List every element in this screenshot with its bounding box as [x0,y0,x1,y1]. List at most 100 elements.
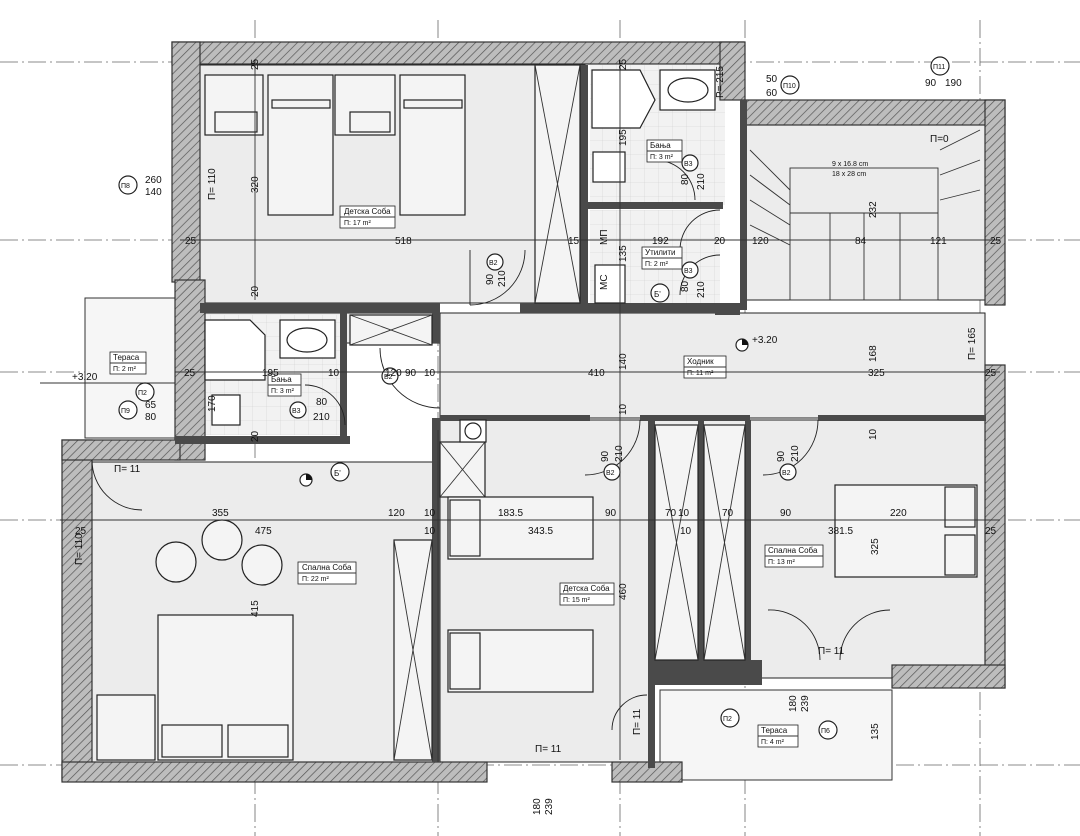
window-code: П2 [723,716,732,723]
bath-fixtures [204,69,716,443]
dim-label: 475 [255,526,272,537]
dim-label: 70 [722,508,734,519]
room-area: П: 2 m² [113,366,137,373]
dim-label: 84 [855,236,867,247]
window-dim: 80 [145,412,157,423]
dim-label: 10 [618,403,629,415]
room-name: Утилити [645,248,675,257]
dim-label: 210 [696,281,707,298]
dim-label: 460 [618,583,629,600]
room-area: П: 11 m² [687,370,714,377]
level-label: +3.20 [752,335,778,346]
room-area: П: 13 m² [768,559,795,566]
door-code: В3 [292,408,301,415]
parapet-label: П= 11 [632,708,643,735]
dim-label: 80 [680,280,691,292]
dim-label: 80 [316,397,328,408]
dim-label: 90 [600,450,611,462]
dim-label: 70 [665,508,677,519]
dim-label: 170 [207,395,218,412]
section-marks: Б' Б' [299,283,670,487]
dim-label: 25 [185,236,197,247]
room-name: Детска Соба [344,207,391,216]
dim-label: 239 [800,695,811,712]
window-code: П9 [121,408,130,415]
interior-walls [175,65,986,768]
room-name: Тераса [761,726,788,735]
dim-label: 25 [184,368,196,379]
dim-label: 210 [614,445,625,462]
dim-label: 220 [890,508,907,519]
dim-label: 120 [385,368,402,379]
dim-label: 210 [313,412,330,423]
room-name: Бања [650,141,671,150]
window-dim: 65 [145,400,157,411]
dim-label: 415 [250,600,261,617]
room-name: Спална Соба [768,546,818,555]
parapet-label: П= 11 [818,646,845,657]
dim-label: 180 [532,798,543,815]
dimension-lines [60,60,1000,762]
window-dim: 190 [945,78,962,89]
level-markers: +3.20 +3.20 [40,335,778,384]
dim-label: 90 [780,508,792,519]
room-area: П: 3 m² [650,154,674,161]
dim-label: 239 [544,798,555,815]
door-code: В3 [684,161,693,168]
parapet-labels: П= 110 П= 11 П= 110 П= 11 П= 11 П= 165 П… [74,66,978,755]
dim-label: 180 [788,695,799,712]
room-name: Тераса [113,353,140,362]
section-mark: Б' [334,469,341,478]
window-code: П8 [121,183,130,190]
beds [96,74,978,761]
dim-label: 195 [262,368,279,379]
dim-label: 25 [985,526,997,537]
level-label: +3.20 [72,372,98,383]
dim-label: 183.5 [498,508,523,519]
dim-label: 232 [868,201,879,218]
dim-label: 325 [868,368,885,379]
dim-label: 210 [696,173,707,190]
dim-label: 320 [250,176,261,193]
parapet-label: П= 11 [114,464,141,475]
window-dim: 140 [145,187,162,198]
room-name: Детска Соба [563,584,610,593]
staircase [749,129,981,301]
window-code: П10 [783,83,796,90]
stair-note: 9 x 16.8 cm [832,161,868,168]
misc-label: МС [599,274,610,290]
window-code-markers: П8 260 140 П9 65 80 П2 П2 П6 П10 50 60 П… [118,56,962,740]
door-code: В2 [384,374,393,381]
dim-label: 121 [930,236,947,247]
dim-label: 10 [678,508,690,519]
room-name: Спална Соба [302,563,352,572]
parapet-label: П= 110 [74,533,85,565]
dim-label: 90 [485,273,496,285]
dim-label: 90 [605,508,617,519]
room-name: Бања [271,375,292,384]
window-dim: 260 [145,175,162,186]
dim-label: 90 [405,368,417,379]
window-code: П11 [933,64,945,71]
parapet-label: P= 215 [715,66,726,98]
stair-note: 18 x 28 cm [832,171,866,178]
door-code: В2 [489,260,498,267]
dim-label: 192 [652,236,669,247]
dim-label: 325 [870,538,881,555]
window-code: П6 [821,728,830,735]
dim-label: 10 [424,508,436,519]
exterior-walls [61,41,1006,783]
room-name: Ходник [687,357,714,366]
wardrobes [349,64,746,761]
dim-label: 518 [395,236,412,247]
seating [155,519,283,586]
dim-label: 210 [790,445,801,462]
misc-label: МП [599,229,610,245]
dim-label: 135 [618,245,629,262]
parapet-label: П= 11 [535,744,562,755]
dim-label: 10 [680,526,692,537]
dimension-text-horizontal: 518 15 192 20 120 84 121 25 25 410 325 1… [75,236,1002,537]
room-labels: Детска Соба П: 17 m² Бања П: 3 m² Утилит… [109,139,824,748]
dim-label: 25 [985,368,997,379]
room-area: П: 15 m² [563,597,590,604]
